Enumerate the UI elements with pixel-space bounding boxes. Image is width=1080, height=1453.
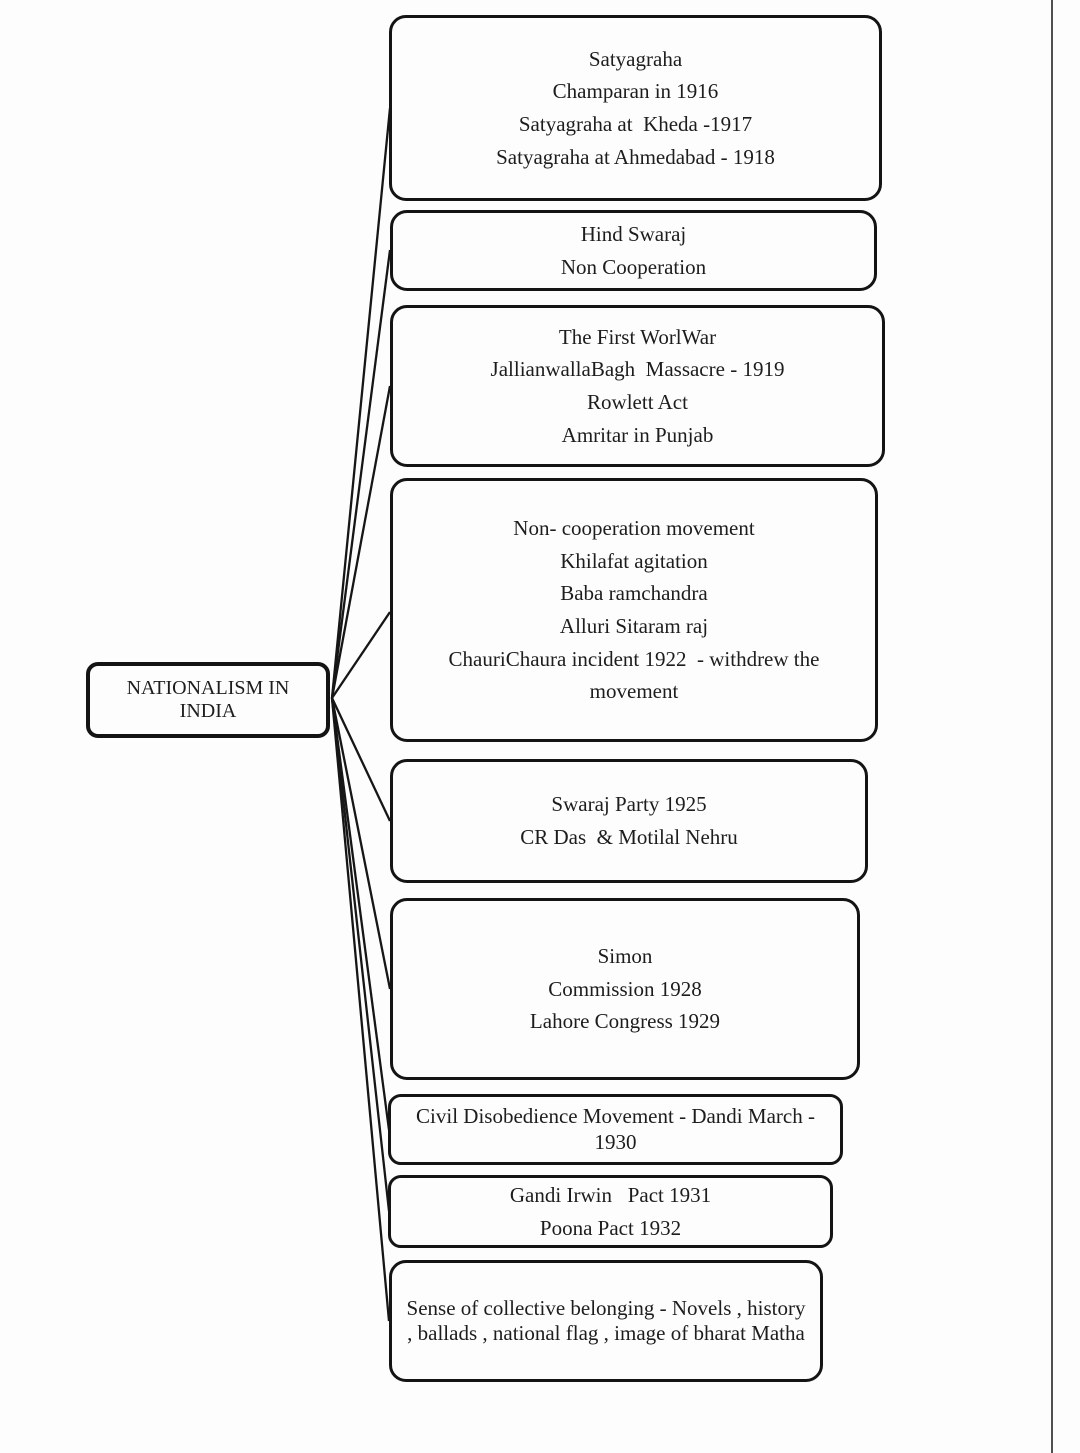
node-text-line: Rowlett Act: [587, 390, 688, 414]
node-text-line: Alluri Sitaram raj: [559, 614, 709, 638]
page-edge-line: [1051, 0, 1053, 1453]
connector-line: [330, 697, 392, 990]
node-text-line: JallianwallaBagh Massacre - 1919: [490, 357, 785, 382]
node-text-line: The First WorlWar: [558, 324, 717, 349]
node-text-line: Non Cooperation: [560, 254, 707, 279]
node-text-line: Baba ramchandra: [560, 581, 708, 606]
node-simon-commission: Simon Commission 1928 Lahore Congress 19…: [390, 898, 860, 1080]
node-civil-disobedience: Civil Disobedience Movement - Dandi Marc…: [388, 1094, 843, 1165]
node-swaraj-party: Swaraj Party 1925 CR Das & Motilal Nehru: [390, 759, 868, 883]
node-text-line: Satyagraha at Kheda -1917: [518, 112, 753, 136]
node-text-line: Champaran in 1916: [552, 79, 719, 104]
node-text-line: Swaraj Party 1925: [551, 792, 707, 817]
connector-line: [330, 249, 392, 699]
node-text-line: Sense of collective belonging - Novels ,…: [406, 1295, 811, 1345]
node-text-line: ChauriChaura incident 1922 - withdrew th…: [448, 646, 825, 704]
node-text-line: Khilafat agitation: [560, 548, 708, 573]
node-text-line: Non- cooperation movement: [513, 516, 755, 541]
root-node-text-line: INDIA: [179, 700, 237, 722]
node-text-line: Hind Swaraj: [580, 221, 687, 246]
node-first-world-war: The First WorlWar JallianwallaBagh Massa…: [390, 305, 885, 467]
connector-line: [330, 107, 392, 699]
node-text-line: Satyagraha: [588, 46, 683, 71]
node-hind-swaraj: Hind Swaraj Non Cooperation: [390, 210, 877, 291]
node-text-line: Amritar in Punjab: [561, 422, 714, 447]
node-text-line: Gandi Irwin Pact 1931: [509, 1182, 712, 1207]
connector-line: [331, 611, 391, 699]
node-text-line: CR Das & Motilal Nehru: [520, 825, 738, 849]
node-text-line: Satyagraha at Ahmedabad - 1918: [496, 144, 775, 169]
node-pacts: Gandi Irwin Pact 1931 Poona Pact 1932: [388, 1175, 833, 1248]
connector-line: [330, 697, 391, 1131]
node-text-line: Lahore Congress 1929: [529, 1009, 721, 1034]
node-satyagraha: Satyagraha Champaran in 1916 Satyagraha …: [389, 15, 882, 201]
node-text-line: Civil Disobedience Movement - Dandi Marc…: [416, 1104, 821, 1154]
connector-line: [330, 697, 392, 822]
connector-line: [330, 697, 391, 1212]
connector-line: [330, 385, 392, 699]
node-text-line: Simon: [597, 944, 653, 969]
root-node-text-line: NATIONALISM IN: [126, 677, 290, 699]
node-text-line: Poona Pact 1932: [539, 1215, 682, 1240]
node-non-cooperation-movement: Non- cooperation movement Khilafat agita…: [390, 478, 878, 742]
connector-line: [330, 697, 391, 1322]
root-node-nationalism-in-india: NATIONALISM IN INDIA: [86, 662, 330, 738]
node-collective-belonging: Sense of collective belonging - Novels ,…: [389, 1260, 823, 1382]
node-text-line: Commission 1928: [548, 976, 702, 1001]
